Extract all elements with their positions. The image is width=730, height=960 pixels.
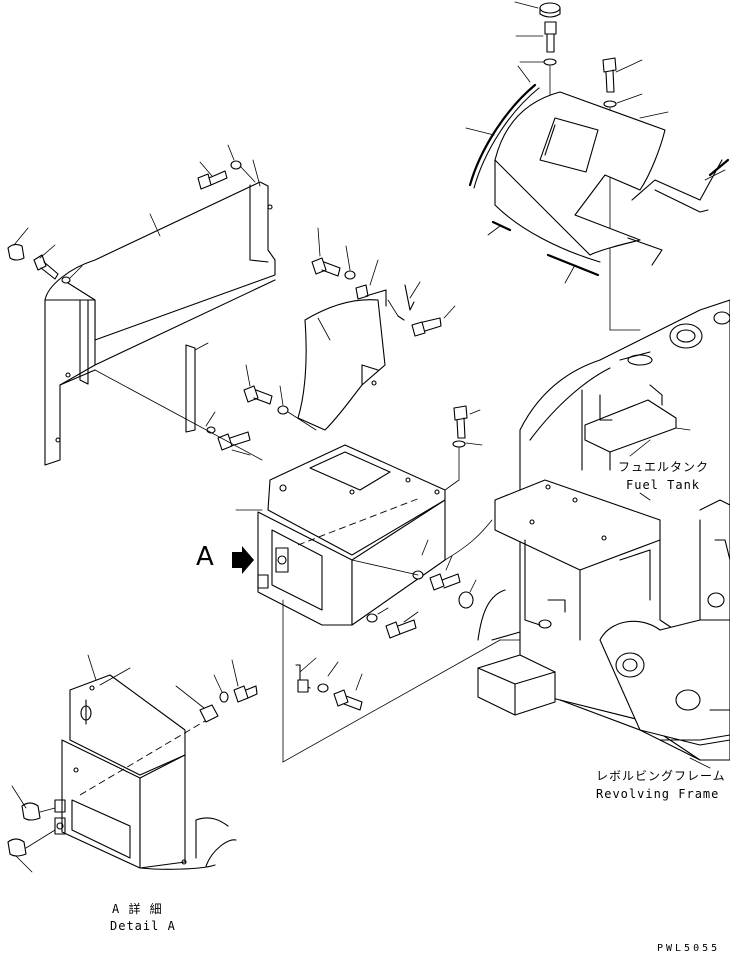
left-upper-cover	[8, 145, 275, 465]
revolving-frame	[478, 300, 730, 768]
curved-bracket	[244, 228, 455, 430]
right-arrow-icon	[232, 546, 254, 574]
revolving-frame-label-en: Revolving Frame	[596, 787, 720, 801]
top-cover-assembly	[466, 2, 728, 330]
fuel-tank-label-en: Fuel Tank	[626, 478, 701, 492]
revolving-frame-label-jp: レボルビングフレーム	[596, 769, 726, 783]
detail-a-drawing	[8, 655, 257, 872]
drawing-code: PWL5055	[657, 943, 721, 954]
view-marker-a: A	[196, 542, 214, 572]
main-box-cover	[236, 406, 520, 762]
detail-a-label-en: Detail A	[110, 919, 176, 933]
fuel-tank-label-jp: フュエルタンク	[618, 460, 710, 474]
detail-a-label-jp: A 詳 細	[112, 902, 163, 916]
